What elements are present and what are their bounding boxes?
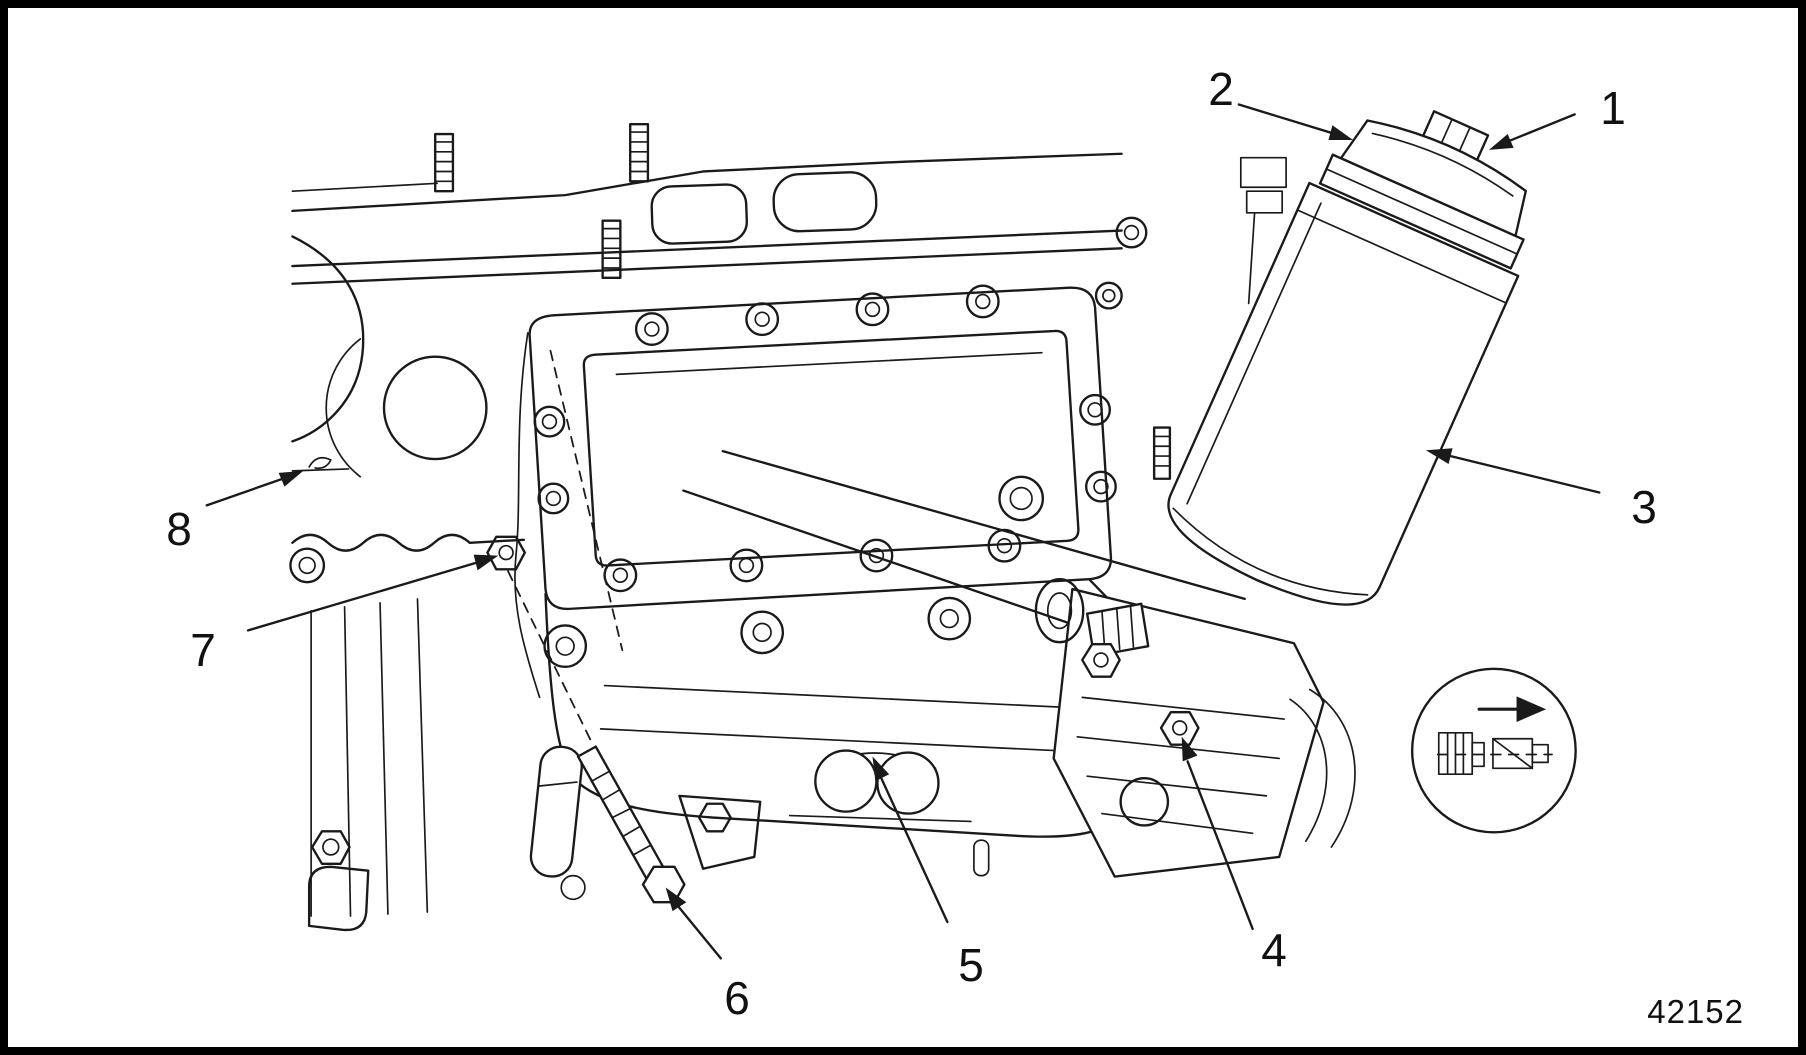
cooler-housing-line-art <box>486 449 1246 877</box>
callout-label-4: 4 <box>1261 924 1287 976</box>
callout-leader-lines <box>205 103 1601 960</box>
engine-block-line-art <box>289 123 1287 932</box>
callout-label-6: 6 <box>724 972 750 1024</box>
flow-direction-inset <box>1410 667 1577 834</box>
callout-leader-5 <box>872 756 949 924</box>
figure-number: 42152 <box>1647 993 1744 1030</box>
callout-leader-1 <box>1488 113 1576 150</box>
callout-label-7: 7 <box>190 624 216 676</box>
oil-filter-line-art <box>1167 110 1527 606</box>
filter-adapter-housing-line-art <box>1034 578 1356 878</box>
callout-label-3: 3 <box>1631 481 1657 533</box>
callout-leader-3 <box>1425 448 1601 494</box>
flow-arrow-icon <box>1477 696 1547 723</box>
callout-label-5: 5 <box>958 939 984 991</box>
callout-leader-8 <box>205 470 304 507</box>
oil-cooler-line-art <box>507 284 1117 746</box>
callout-label-2: 2 <box>1208 63 1234 115</box>
fitting-icon <box>1437 732 1549 776</box>
callout-leader-7 <box>246 554 499 632</box>
callout-label-1: 1 <box>1600 82 1626 134</box>
callout-leader-6 <box>665 887 722 960</box>
callout-label-8: 8 <box>166 503 192 555</box>
hardware-line-art <box>529 745 762 904</box>
engine-diagram-canvas <box>205 103 1601 960</box>
callout-leader-4 <box>1181 736 1254 931</box>
callout-leader-2 <box>1237 103 1354 140</box>
